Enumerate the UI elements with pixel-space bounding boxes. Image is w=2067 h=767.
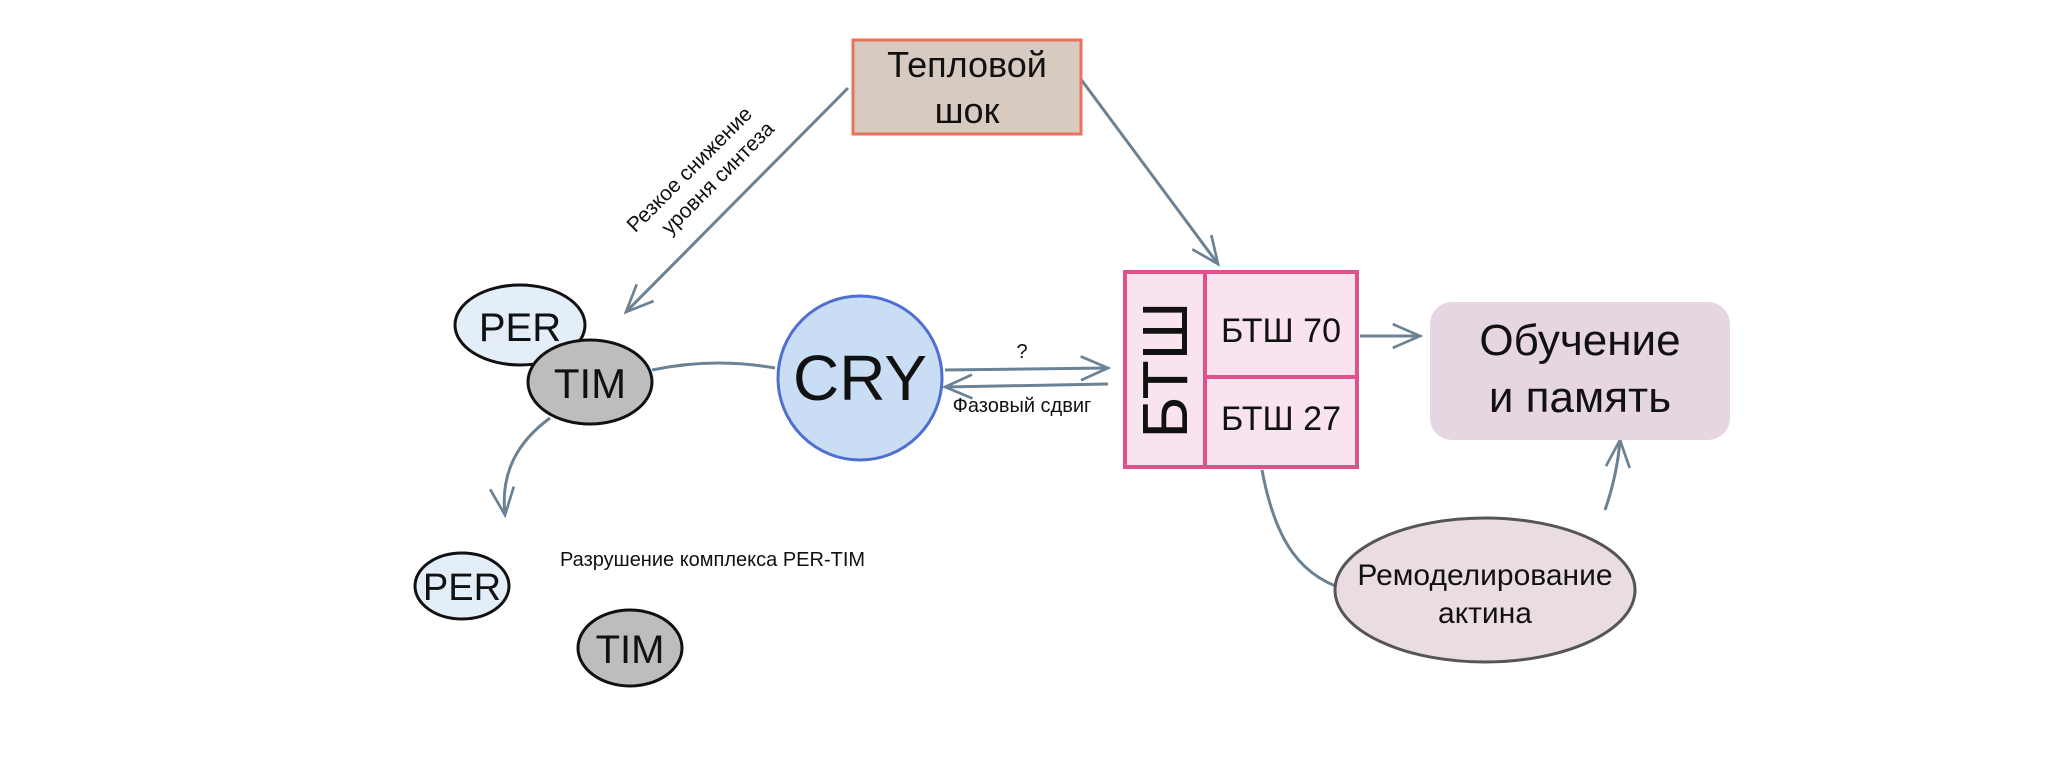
arrow-heat-to-per-tim [623, 86, 850, 315]
heat-shock-line1: Тепловой [887, 44, 1047, 85]
hsp70-label: БТШ 70 [1221, 312, 1341, 350]
tim-complex-ellipse [526, 338, 654, 426]
tim-free-label: TIM [596, 628, 665, 672]
per-free-label: PER [423, 567, 501, 609]
link-tim-to-cry [651, 361, 776, 372]
arrow-tim-to-breakdown [489, 416, 551, 519]
actin-remodeling-node: Ремоделирование актина [1333, 516, 1637, 664]
per-tim-complex: PER TIM [453, 283, 654, 426]
per-complex-label: PER [479, 306, 561, 350]
per-free-node: PER [413, 551, 511, 621]
question-label: ? [1016, 341, 1027, 363]
actin-line2: актина [1438, 597, 1532, 630]
learning-line1: Обучение [1479, 316, 1680, 365]
learning-line2: и память [1489, 373, 1671, 422]
synthesis-drop-label: Резкое снижение уровня синтеза [623, 103, 780, 240]
heat-shock-node: Тепловой шок [851, 38, 1083, 136]
arrow-heat-to-hsp [1078, 77, 1221, 267]
actin-line1: Ремоделирование [1357, 559, 1612, 592]
arrow-cry-to-hsp [944, 355, 1112, 382]
tim-complex-label: TIM [554, 360, 626, 407]
per-complex-ellipse [453, 283, 587, 367]
phase-shift-label: Фазовый сдвиг [953, 395, 1092, 417]
learning-memory-node: Обучение и память [1430, 302, 1730, 440]
arrow-hsp-to-cry [941, 373, 1109, 400]
hsp27-label: БТШ 27 [1221, 400, 1341, 438]
hsp-node: БТШ БТШ 70 БТШ 27 [1123, 270, 1359, 469]
tim-free-node: TIM [576, 608, 684, 688]
arrow-actin-to-learning [1603, 436, 1631, 511]
complex-breakdown-label: Разрушение комплекса PER-TIM [560, 549, 865, 571]
cry-label: CRY [793, 342, 927, 414]
cry-node: CRY [776, 294, 944, 462]
heat-shock-line2: шок [935, 90, 1000, 131]
hsp-title: БТШ [1129, 302, 1201, 439]
